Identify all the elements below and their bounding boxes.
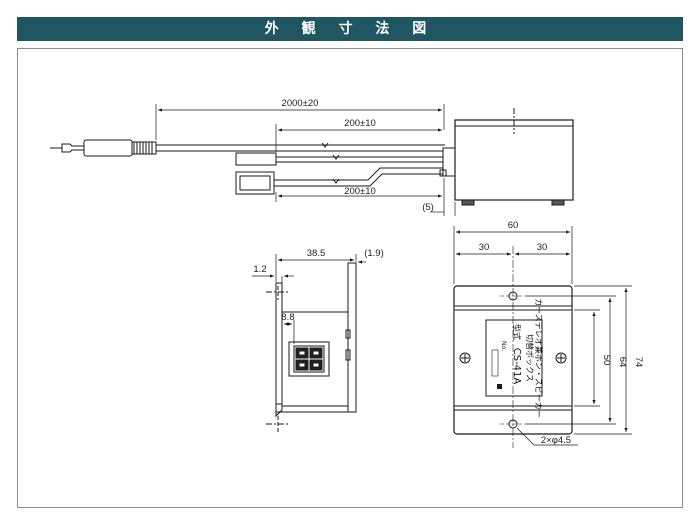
main-cable [156,142,445,152]
upper-branch [235,152,445,166]
dim-front-height-outer: 74 [633,357,644,368]
page-title: 外 観 寸 法 図 [17,17,683,41]
dim-front-height-mid: 64 [617,357,628,368]
dim-front-half-left: 30 [479,242,490,253]
box-top-view [454,108,574,206]
label-mark [497,384,502,389]
front-dimension-lines [453,226,632,446]
label-line1: カーステレオ兼ホン・スピーカー [534,298,544,418]
side-view [252,254,366,432]
dim-side-plate: 1.2 [253,264,266,275]
audio-plug [50,139,157,157]
dim-front-half-right: 30 [537,242,548,253]
dim-side-depth: 38.5 [307,248,326,259]
dim-side-connector: 8.8 [281,312,294,323]
dim-hole-spec: 2×φ4.5 [541,435,571,446]
label-line2: 切替ボックス [525,334,535,382]
label-plate-text: カーステレオ兼ホン・スピーカー 切替ボックス 型式 CS-41A No. [491,298,544,418]
dim-branch-top: 200±10 [344,118,376,129]
label-no: No. [500,341,507,351]
dim-front-width: 60 [508,220,519,231]
dim-cable-total: 2000±20 [282,98,319,109]
front-view [453,226,632,448]
screw-right [555,352,567,364]
side-connector [288,341,330,377]
drawing-frame [17,48,683,508]
dim-front-height-inner: 50 [601,355,612,366]
dim-branch-bottom: 200±10 [344,186,376,197]
side-dimension-lines [252,254,366,344]
screw-left [459,352,471,364]
label-model: CS-41A [511,348,522,385]
top-dimension-lines [155,104,456,216]
lower-branch [235,167,445,195]
dim-lead-offset: (5) [422,202,434,213]
serial-box [491,349,499,377]
label-model-prefix: 型式 [512,324,522,340]
dim-side-lip: (1.9) [364,248,384,259]
top-view [50,104,574,216]
label-plate [485,319,543,397]
